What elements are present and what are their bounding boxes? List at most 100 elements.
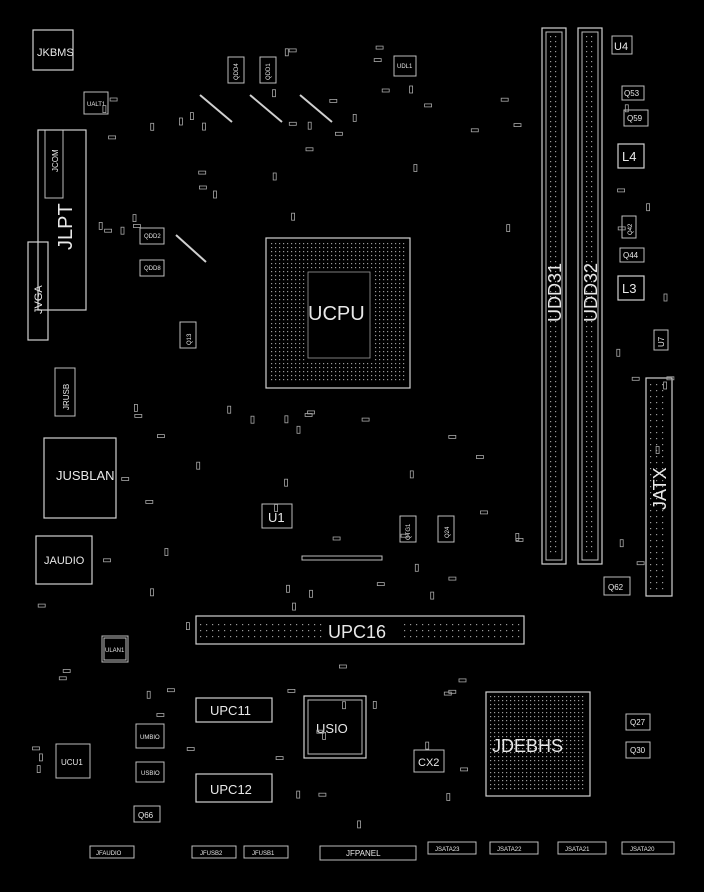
q66-label: Q66: [138, 811, 154, 820]
jcom-label: JCOM: [51, 149, 60, 172]
jsata21-connector: [557, 841, 607, 855]
usio-label: USIO: [316, 721, 348, 736]
udd32-label: UDD32: [581, 263, 601, 322]
qtg1-label: QTG1: [406, 523, 412, 540]
jfpanel-label: JFPANEL: [346, 849, 381, 858]
jfusb1-connector: [243, 845, 289, 859]
ulan1-chip: ULAN1: [101, 635, 129, 663]
bottom-connector-row: JFAUDIO JFUSB2 JFUSB1 JFPANEL JSATA23 JS…: [89, 841, 675, 861]
jusblan-connector: JUSBLAN: [43, 437, 117, 519]
jsata23-label: JSATA23: [435, 847, 460, 853]
q27-label: Q27: [630, 718, 646, 727]
jatx-connector: JATX: [645, 377, 673, 597]
q62-chip: Q62: [603, 576, 631, 596]
jkbms-connector: JKBMS: [32, 29, 74, 71]
qdd-chips: QDD4 QDD1 QDD2 QDD8: [139, 56, 277, 277]
l4-label: L4: [622, 149, 636, 164]
cx2-label: CX2: [418, 757, 439, 769]
udd31-dimm-slot: UDD31: [541, 27, 567, 565]
q66-chip: Q66: [133, 805, 161, 823]
u1-label: U1: [268, 510, 285, 525]
q62-label: Q62: [608, 583, 624, 592]
jfaudio-connector: [89, 845, 135, 859]
cx2-crystal: CX2: [413, 749, 445, 773]
q59-chip: Q59: [623, 109, 649, 127]
udd31-label: UDD31: [545, 263, 565, 322]
q24-chip: Q24: [437, 515, 455, 543]
u7-label: U7: [657, 336, 666, 347]
jrusb-label: JRUSB: [62, 384, 71, 410]
q27-chip: Q27: [625, 713, 651, 731]
q13-chip: Q13: [179, 321, 197, 349]
q30-label: Q30: [630, 746, 646, 755]
ucu1-label: UCU1: [61, 758, 83, 767]
passive-components: [32, 45, 675, 829]
l3-inductor: L3: [617, 275, 645, 301]
qtg1-chip: QTG1: [399, 515, 417, 543]
ucpu-socket: UCPU: [265, 237, 411, 389]
ucu1-chip: UCU1: [55, 743, 91, 779]
chipset-bga: JDEBHS: [485, 691, 591, 797]
upc16-label: UPC16: [328, 622, 386, 642]
ualt1-chip: UALT1: [83, 91, 109, 115]
ualt1-label: UALT1: [87, 102, 106, 108]
m2-strip: [301, 555, 383, 561]
l3-label: L3: [622, 281, 636, 296]
udl1-chip: UDL1: [393, 55, 417, 77]
diagonal-traces: [175, 94, 333, 263]
jaudio-connector: JAUDIO: [35, 535, 93, 585]
udd32-dimm-slot: UDD32: [577, 27, 603, 565]
upc12-slot: UPC12: [195, 773, 273, 803]
jcom-connector: JCOM: [44, 129, 64, 199]
jaudio-label: JAUDIO: [44, 555, 85, 567]
jsata22-connector: [489, 841, 539, 855]
jkbms-label: JKBMS: [37, 47, 74, 59]
qdd8-label: QDD8: [144, 266, 161, 272]
usio-chip: USIO: [303, 695, 367, 759]
upc16-pcie-slot: UPC16: [195, 615, 525, 645]
upc11-slot: UPC11: [195, 697, 273, 723]
jlpt-label: JLPT: [55, 203, 77, 250]
jlpt-connector: JLPT: [37, 129, 87, 311]
q59-label: Q59: [627, 114, 643, 123]
q13-label: Q13: [187, 333, 193, 345]
upc12-label: UPC12: [210, 782, 252, 797]
jsata23-connector: [427, 841, 477, 855]
qdd4-label: QDD4: [234, 63, 240, 80]
qdd1-label: QDD1: [266, 63, 272, 80]
chipset-label: JDEBHS: [492, 736, 563, 756]
jatx-label: JATX: [650, 467, 670, 510]
u4-label: U4: [614, 41, 628, 53]
q24-label: Q24: [445, 526, 451, 538]
q53-label: Q53: [624, 89, 640, 98]
q42-label: Q42: [628, 223, 634, 235]
ulan1-label: ULAN1: [105, 648, 125, 654]
jfusb2-connector: [191, 845, 237, 859]
qdd2-label: QDD2: [144, 234, 161, 240]
q30-chip: Q30: [625, 741, 651, 759]
jvga-label: JVGA: [33, 285, 45, 314]
jfaudio-label: JFAUDIO: [96, 851, 122, 857]
jsata21-label: JSATA21: [565, 847, 590, 853]
u1-chip: U1: [261, 503, 293, 529]
q44-chip: Q44: [619, 247, 645, 263]
u7-chip: U7: [653, 329, 669, 351]
q53-chip: Q53: [621, 85, 645, 101]
umbio-chip: UMBIO: [135, 723, 165, 749]
usbio-chip: USBIO: [135, 761, 165, 783]
jsata20-label: JSATA20: [630, 847, 655, 853]
jrusb-connector: JRUSB: [54, 367, 76, 417]
umbio-label: UMBIO: [140, 735, 160, 741]
jusblan-label: JUSBLAN: [56, 468, 115, 483]
u4-chip: U4: [611, 35, 633, 55]
jsata20-connector: [621, 841, 675, 855]
ucpu-label: UCPU: [308, 303, 365, 325]
l4-inductor: L4: [617, 143, 645, 169]
udl1-label: UDL1: [397, 64, 413, 70]
jfpanel-connector: [319, 845, 417, 861]
jfusb1-label: JFUSB1: [252, 851, 275, 857]
upc11-label: UPC11: [210, 703, 251, 718]
q44-label: Q44: [623, 251, 639, 260]
jsata22-label: JSATA22: [497, 847, 522, 853]
